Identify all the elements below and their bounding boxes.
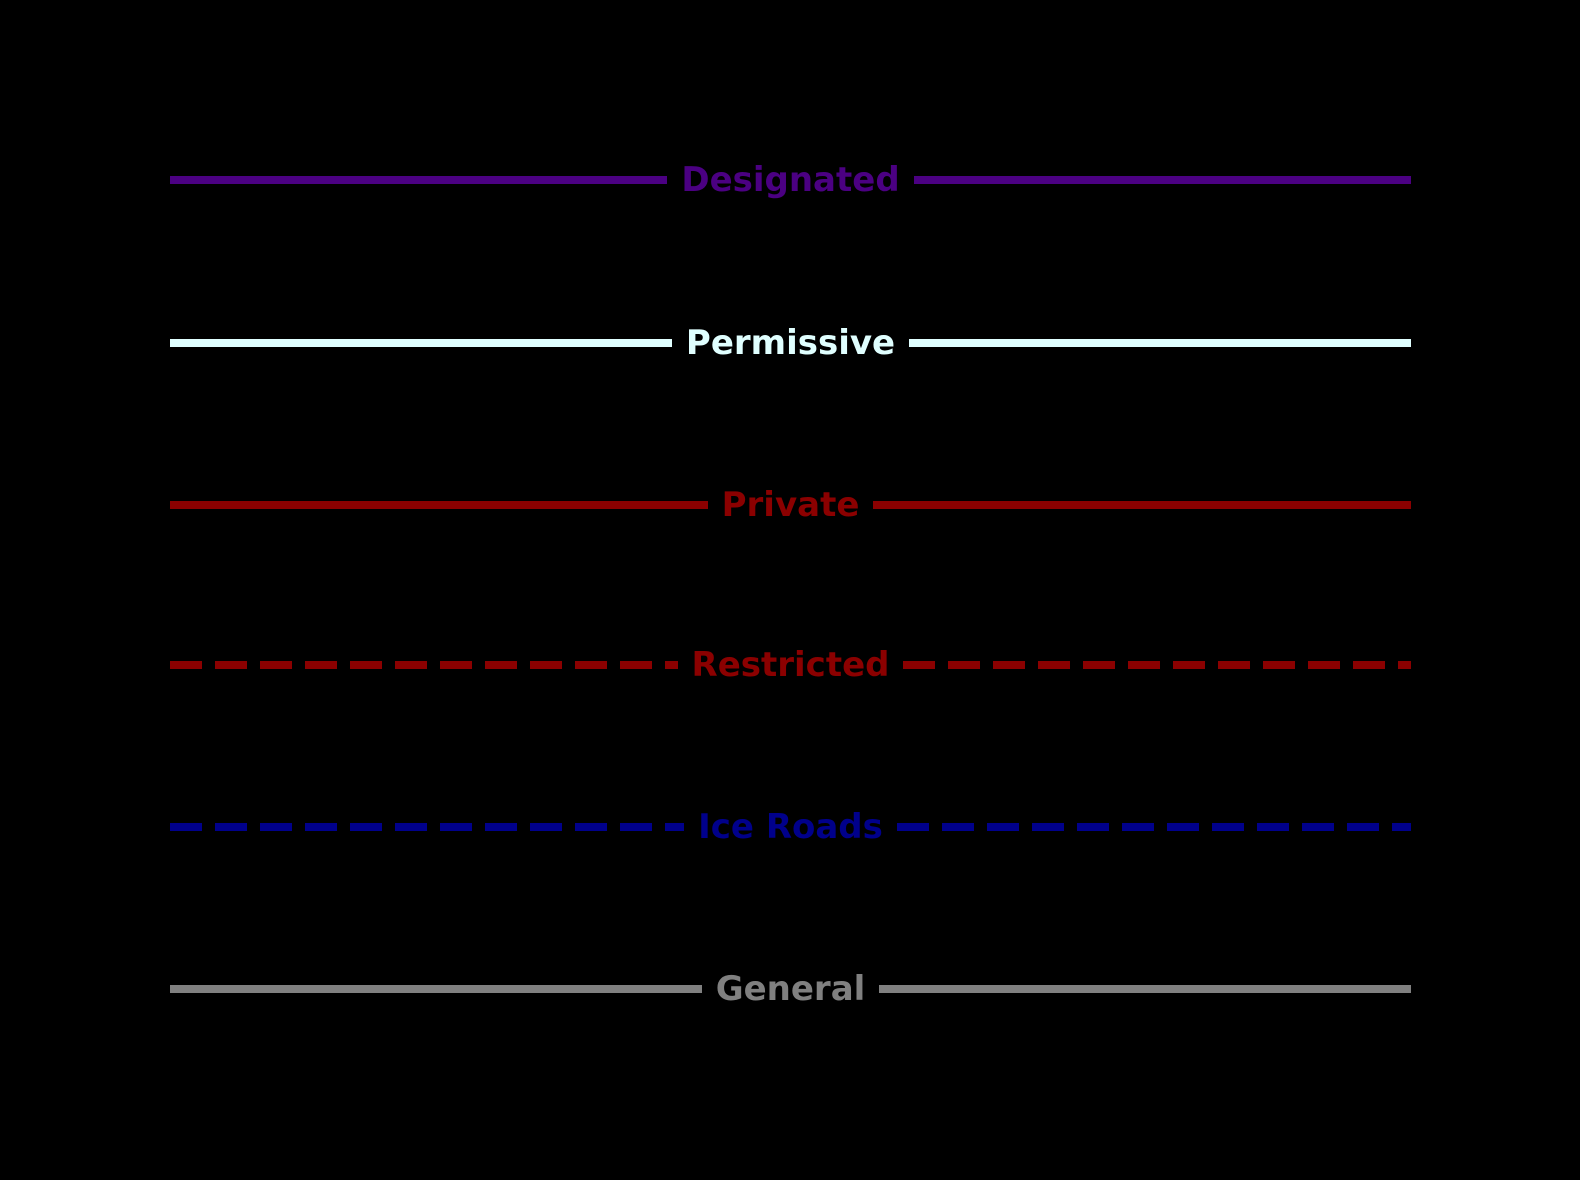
horizontal-dashed-line-icon-right-ice-roads [896, 823, 1412, 831]
legend-item-permissive: Permissive [170, 313, 1411, 373]
horizontal-dashed-line-icon-right-restricted [903, 661, 1411, 669]
legend-label-designated: Designated [681, 160, 900, 200]
horizontal-line-icon-right-permissive [909, 339, 1411, 347]
legend-label-ice-roads: Ice Roads [698, 807, 883, 847]
legend-label-general: General [715, 969, 866, 1009]
legend-item-restricted: Restricted [170, 635, 1411, 695]
legend-item-private: Private [170, 475, 1412, 535]
horizontal-line-icon-left-general [170, 985, 702, 993]
legend-item-designated: Designated [170, 150, 1411, 210]
legend-item-general: General [170, 959, 1412, 1019]
legend-label-permissive: Permissive [685, 323, 896, 363]
horizontal-line-icon-right-private [873, 501, 1412, 509]
horizontal-dashed-line-icon-left-ice-roads [170, 823, 685, 831]
horizontal-line-icon-right-general [879, 985, 1412, 993]
legend-item-ice-roads: Ice Roads [170, 797, 1412, 857]
horizontal-line-icon-left-designated [170, 176, 668, 184]
horizontal-line-icon-left-private [170, 501, 708, 509]
legend-label-private: Private [721, 485, 860, 525]
horizontal-line-icon-left-permissive [170, 339, 672, 347]
legend-label-restricted: Restricted [691, 645, 890, 685]
horizontal-line-icon-right-designated [913, 176, 1411, 184]
horizontal-dashed-line-icon-left-restricted [170, 661, 678, 669]
